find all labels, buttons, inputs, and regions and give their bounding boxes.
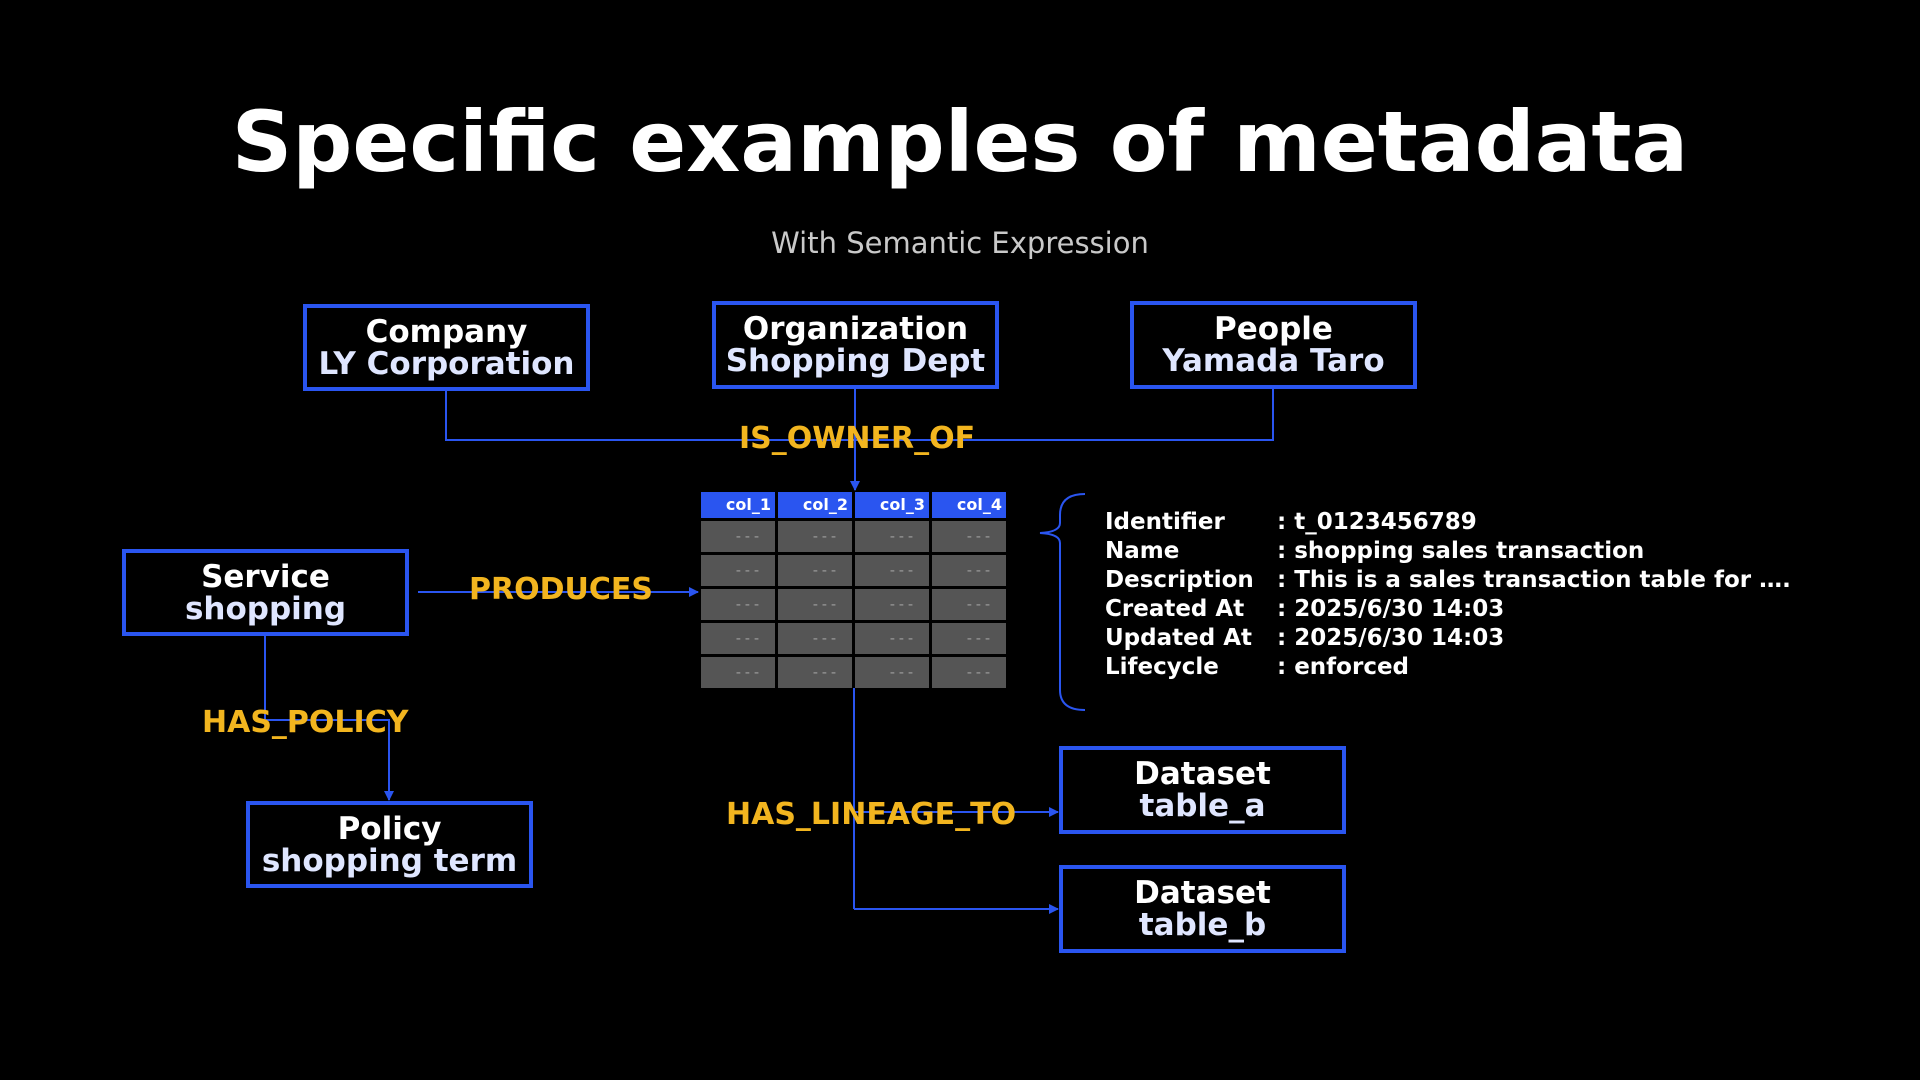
node-name: LY Corporation — [318, 345, 575, 382]
service-node: Service shopping — [122, 549, 409, 636]
is-owner-of-label: IS_OWNER_OF — [739, 421, 976, 456]
metadata-key: Identifier — [1105, 509, 1225, 535]
node-kind: Dataset — [1134, 756, 1271, 792]
metadata-key: Lifecycle — [1105, 654, 1219, 680]
node-kind: Company — [365, 313, 528, 350]
node-kind: Policy — [337, 810, 442, 847]
table-cell: --- — [932, 657, 1006, 688]
metadata-key: Updated At — [1105, 625, 1252, 651]
page-title: Specific examples of metadata — [231, 93, 1689, 191]
policy-node: Policy shopping term — [246, 801, 533, 888]
column-header: col_4 — [932, 492, 1006, 518]
table-cell: --- — [701, 589, 775, 620]
has-lineage-to-label: HAS_LINEAGE_TO — [726, 797, 1017, 832]
table-cell: --- — [778, 623, 852, 654]
table-row: --- --- --- --- — [701, 555, 1009, 586]
node-name: Yamada Taro — [1162, 343, 1385, 379]
metadata-row: Lifecycle : enforced — [1105, 653, 1791, 682]
metadata-row: Updated At : 2025/6/30 14:03 — [1105, 624, 1791, 653]
node-name: shopping — [184, 590, 347, 627]
produces-label: PRODUCES — [469, 572, 653, 607]
node-kind: People — [1214, 311, 1333, 347]
metadata-row: Created At : 2025/6/30 14:03 — [1105, 595, 1791, 624]
node-kind: Organization — [742, 311, 969, 347]
organization-node: Organization Shopping Dept — [712, 301, 999, 389]
table-cell: --- — [778, 589, 852, 620]
table-cell: --- — [932, 623, 1006, 654]
table-cell: --- — [701, 521, 775, 552]
table-cell: --- — [778, 657, 852, 688]
company-owner-line — [445, 390, 855, 441]
table-cell: --- — [932, 521, 1006, 552]
metadata-list: Identifier : t_0123456789 Name : shoppin… — [1105, 508, 1791, 682]
table-row: --- --- --- --- — [701, 623, 1009, 654]
table-row: --- --- --- --- — [701, 521, 1009, 552]
column-header: col_1 — [701, 492, 775, 518]
metadata-key: Created At — [1105, 596, 1245, 622]
people-owner-line — [855, 387, 1274, 441]
node-name: table_a — [1139, 788, 1266, 824]
table-cell: --- — [855, 623, 929, 654]
table-cell: --- — [932, 589, 1006, 620]
metadata-key: Description — [1105, 567, 1254, 593]
has-policy-label: HAS_POLICY — [202, 705, 409, 740]
node-name: Shopping Dept — [725, 343, 986, 379]
metadata-value: : This is a sales transaction table for … — [1277, 567, 1791, 593]
policy-line — [264, 634, 394, 801]
table-cell: --- — [932, 555, 1006, 586]
table-cell: --- — [855, 589, 929, 620]
metadata-row: Name : shopping sales transaction — [1105, 537, 1791, 566]
dataset-a-node: Dataset table_a — [1059, 746, 1346, 834]
metadata-key: Name — [1105, 538, 1180, 564]
table-row: --- --- --- --- — [701, 589, 1009, 620]
dataset-b-node: Dataset table_b — [1059, 865, 1346, 953]
node-name: table_b — [1138, 907, 1267, 943]
table-cell: --- — [855, 521, 929, 552]
company-node: Company LY Corporation — [303, 304, 590, 391]
metadata-value: : shopping sales transaction — [1277, 538, 1645, 564]
people-node: People Yamada Taro — [1130, 301, 1417, 389]
column-header: col_3 — [855, 492, 929, 518]
table-cell: --- — [778, 555, 852, 586]
table-cell: --- — [701, 657, 775, 688]
dataset-table: col_1 col_2 col_3 col_4 --- --- --- --- … — [701, 492, 1009, 691]
table-cell: --- — [701, 623, 775, 654]
metadata-value: : 2025/6/30 14:03 — [1277, 596, 1505, 622]
metadata-row: Description : This is a sales transactio… — [1105, 566, 1791, 595]
table-cell: --- — [701, 555, 775, 586]
node-kind: Dataset — [1134, 875, 1271, 911]
table-header-row: col_1 col_2 col_3 col_4 — [701, 492, 1009, 518]
table-cell: --- — [855, 657, 929, 688]
table-cell: --- — [778, 521, 852, 552]
metadata-value: : t_0123456789 — [1277, 509, 1477, 535]
node-kind: Service — [201, 558, 330, 595]
node-name: shopping term — [261, 842, 518, 879]
table-row: --- --- --- --- — [701, 657, 1009, 688]
column-header: col_2 — [778, 492, 852, 518]
metadata-row: Identifier : t_0123456789 — [1105, 508, 1791, 537]
page-subtitle: With Semantic Expression — [771, 226, 1149, 260]
table-cell: --- — [855, 555, 929, 586]
metadata-brace — [1039, 493, 1086, 711]
metadata-value: : enforced — [1277, 654, 1410, 680]
metadata-value: : 2025/6/30 14:03 — [1277, 625, 1505, 651]
